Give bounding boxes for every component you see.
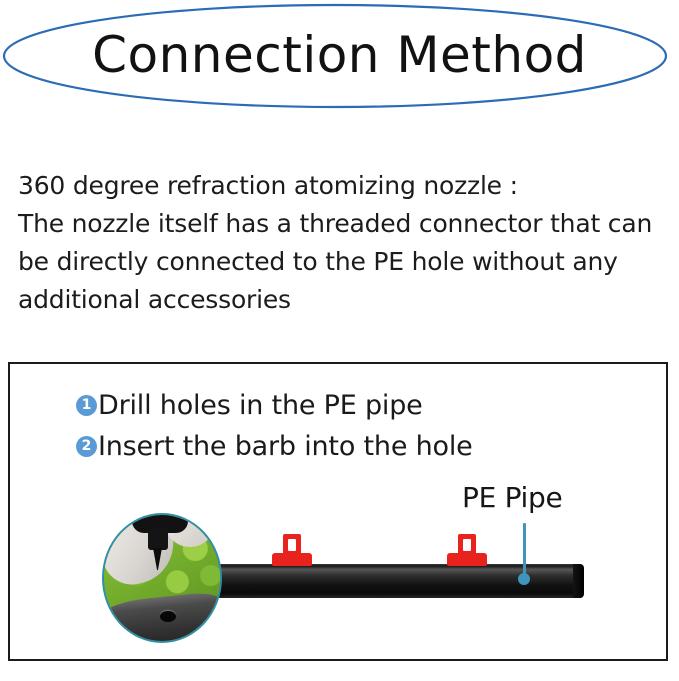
barb-hole: [288, 539, 296, 551]
step-number-badge: 2: [76, 436, 97, 457]
step-label: Drill holes in the PE pipe: [98, 389, 423, 421]
nozzle-insertion-photo: [102, 513, 222, 643]
list-item: 1 Drill holes in the PE pipe: [76, 385, 473, 426]
diagram-panel: 1 Drill holes in the PE pipe 2 Insert th…: [8, 362, 668, 661]
pe-pipe-leader-dot: [518, 573, 530, 585]
title-ellipse-icon: [2, 3, 668, 109]
page-title: Connection Method: [92, 26, 587, 84]
nozzle-head: [132, 515, 188, 533]
list-item: 2 Insert the barb into the hole: [76, 426, 473, 467]
drilled-hole: [160, 611, 176, 622]
description-line-4: additional accessories: [18, 285, 291, 314]
pe-pipe-end-cap: [573, 564, 584, 598]
barb-base: [447, 553, 487, 566]
nozzle-barb-tip: [153, 548, 162, 570]
description-line-1: 360 degree refraction atomizing nozzle :: [18, 171, 518, 200]
barb-base: [272, 553, 312, 566]
description-line-3: be directly connected to the PE hole wit…: [18, 247, 618, 276]
pe-pipe-callout-label: PE Pipe: [462, 481, 563, 514]
nozzle-body: [148, 528, 168, 550]
barb-fitting-icon: [272, 534, 312, 566]
pe-pipe-leader-line: [523, 523, 526, 578]
step-number-badge: 1: [76, 395, 97, 416]
barb-hole: [463, 539, 471, 551]
description-paragraph: 360 degree refraction atomizing nozzle :…: [18, 167, 668, 319]
barb-fitting-icon: [447, 534, 487, 566]
description-line-2: The nozzle itself has a threaded connect…: [18, 209, 653, 238]
step-label: Insert the barb into the hole: [98, 430, 473, 462]
steps-list: 1 Drill holes in the PE pipe 2 Insert th…: [76, 385, 473, 467]
title-block: Connection Method: [0, 0, 679, 118]
